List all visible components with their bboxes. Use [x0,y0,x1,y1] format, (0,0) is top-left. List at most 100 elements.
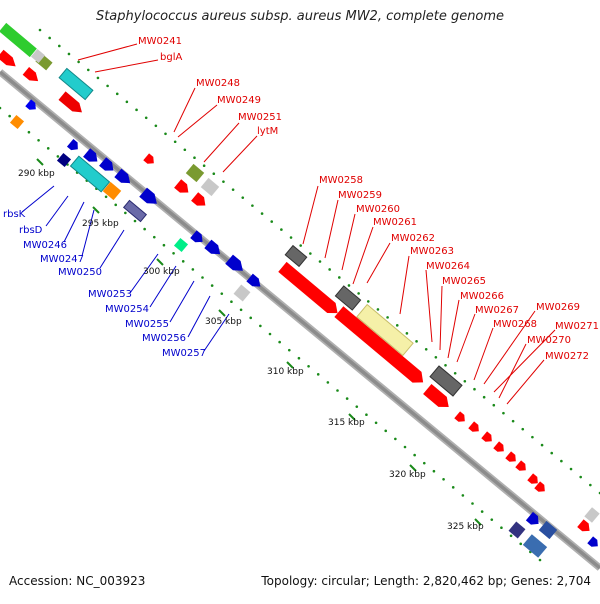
gene-label: MW0267 [475,305,519,316]
gene-grey-body [584,507,600,523]
tick-mark [474,518,482,526]
label-leader [203,122,240,163]
label-leader [149,265,177,308]
gene-red-arrow [454,411,465,422]
topology-text: Topology: circular; Length: 2,820,462 bp… [261,574,591,588]
gene-red-arrow-body [143,153,154,164]
inner-track-dot [152,235,156,239]
gene-blue-arrow-body [190,230,203,243]
inner-track-dot [46,147,50,150]
outer-track-dot [589,483,592,487]
gene-label: MW0241 [138,36,182,47]
inner-track-dot [114,203,118,207]
gene-label: MW0251 [238,112,282,123]
gene-navy-body [56,152,72,168]
tick-label: 325 kbp [447,522,484,532]
outer-track-dot [96,76,100,80]
label-leader [341,213,356,271]
tick-mark [348,413,356,421]
gene-label: MW0263 [410,246,454,257]
gene-blue-arrow [587,536,598,547]
label-leader [203,313,230,352]
outer-track-dot [115,92,119,96]
gene-red-arrow [577,519,590,532]
inner-track-dot [278,340,281,344]
outer-track-dot [77,60,80,64]
gene-steelblue [522,534,548,558]
gene-red-arrow [468,421,479,432]
outer-track-dot [415,340,418,343]
gene-label: MW0261 [373,217,417,228]
inner-track-dot [172,251,175,255]
label-leader [177,104,218,138]
outer-track-dot [58,44,61,48]
gene-green [0,22,37,58]
gene-red-arrow-body [515,460,526,471]
gene-blue-arrow [66,138,78,151]
gene-teal [173,237,189,253]
outer-track-dot [164,132,167,136]
inner-track-dot [384,429,388,433]
gene-red-arrow-body [527,473,538,484]
outer-track-dot [106,84,109,88]
gene-label: MW0268 [493,319,537,330]
inner-track-dot [326,381,330,384]
outer-track-dot [473,387,476,391]
gene-cyan [58,67,94,101]
gene-blue-arrow [139,187,157,204]
inner-track-dot [422,461,426,465]
gene-darkgrey [334,285,362,311]
label-leader [456,313,476,363]
label-leader [222,135,258,173]
outer-track-dot [531,435,534,439]
inner-track-dot [519,542,523,546]
gene-label: MW0259 [338,190,382,201]
gene-label: MW0253 [88,289,132,300]
outer-track-dot [299,244,302,247]
gene-label: MW0247 [40,254,84,265]
label-leader [81,209,95,257]
outer-track-dot [173,140,177,144]
outer-track-dot [193,156,196,160]
gene-blue-arrow-body [246,273,261,287]
label-leader [99,229,125,269]
label-leader [447,299,460,359]
gene-blue-arrow-body [225,254,243,271]
gene-orange-body [9,114,25,130]
label-leader [473,327,494,381]
gene-red-arrow [22,67,39,82]
gene-darkgrey-body [334,285,362,311]
gene-label: rbsK [3,209,26,220]
gene-red-arrow [534,481,545,492]
inner-track-dot [336,389,339,392]
label-leader [399,255,410,315]
inner-track-dot [509,534,513,538]
tick-label: 295 kbp [82,219,119,229]
map-title: Staphylococcus aureus subsp. aureus MW2,… [95,9,505,24]
gene-cyan-body [69,155,111,193]
outer-track-dot [569,467,573,471]
inner-track-dot [230,300,233,304]
gene-grey [584,507,600,523]
gene-blue-arrow [190,230,203,243]
outer-track-dot [280,228,283,231]
label-leader [63,201,85,243]
gene-label: lytM [257,126,278,137]
gene-blue-arrow [114,168,131,184]
tick-label: 315 kbp [328,418,365,428]
outer-track-dot [453,371,457,375]
outer-track-dot [338,276,341,279]
gene-red-arrow-body [22,67,39,82]
gene-red-arrow-body [493,441,504,452]
label-leader [77,43,138,61]
outer-track-dot [424,348,428,351]
gene-steelblue-body [538,520,558,540]
inner-track-dot [538,558,542,562]
gene-grey [200,177,220,197]
inner-track-dot [249,316,253,320]
gene-red-arrow-body [405,366,416,377]
tick-mark [218,309,226,317]
outer-track-dot [241,196,245,199]
gene-red-arrow-body [505,451,516,462]
